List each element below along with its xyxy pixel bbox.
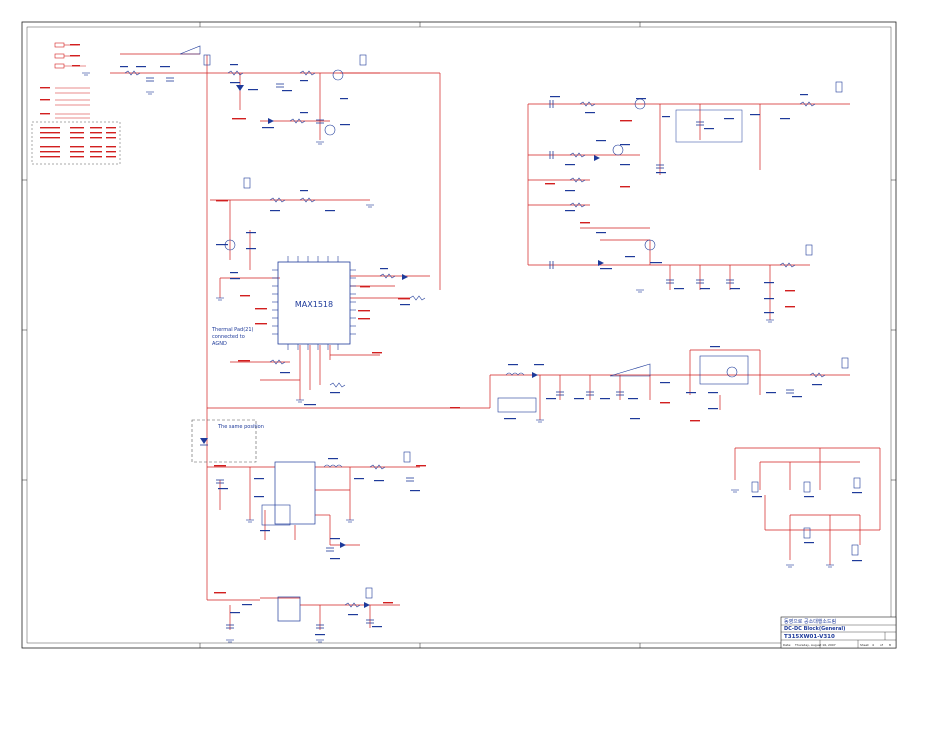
mid-switch-ic bbox=[497, 397, 537, 413]
resistor-symbols bbox=[124, 70, 826, 608]
bottom-regulator-ic bbox=[277, 596, 301, 622]
same-position-note: The same position bbox=[217, 424, 264, 430]
diode-icon bbox=[268, 118, 274, 124]
port-table-rows bbox=[40, 127, 116, 158]
port-table-dashed-box bbox=[31, 121, 121, 165]
page-inner-frame bbox=[26, 26, 892, 644]
zener-diode-icon bbox=[236, 85, 244, 91]
diode-icon bbox=[340, 542, 346, 548]
mosfet-block-right bbox=[699, 355, 749, 385]
inductor-symbols bbox=[179, 45, 651, 468]
tiny-label-marks bbox=[40, 44, 862, 636]
chip-name: MAX1518 bbox=[295, 300, 333, 309]
wires bbox=[110, 53, 881, 630]
ground-symbols bbox=[82, 72, 834, 643]
schottky-diode-icon bbox=[594, 155, 600, 161]
same-position-diode-icon bbox=[200, 438, 208, 444]
frame-ticks bbox=[22, 22, 896, 648]
company-line: 동영으로 공소대행소드림 bbox=[784, 618, 836, 625]
model-number: T315XW01-V310 bbox=[784, 634, 835, 640]
left-port-group bbox=[54, 42, 90, 119]
max1518-ic: MAX1518 bbox=[272, 256, 356, 350]
sheet-of: of bbox=[880, 643, 884, 647]
diode-icon bbox=[364, 602, 370, 608]
diode-icon bbox=[532, 372, 538, 378]
svg-text:connected to: connected to bbox=[212, 334, 245, 340]
sheet-number: 4 bbox=[872, 643, 874, 647]
lower-regulator-ic bbox=[274, 461, 316, 525]
right-inductor-box bbox=[675, 109, 743, 143]
sheet-total: 8 bbox=[889, 643, 891, 647]
block-title: DC-DC Block(General) bbox=[784, 626, 845, 632]
svg-text:Thermal Pad(21): Thermal Pad(21) bbox=[211, 327, 254, 333]
diode-symbols bbox=[236, 85, 604, 608]
lower-regulator-sub bbox=[261, 504, 291, 526]
date-label: Date: bbox=[783, 643, 791, 647]
page-frame bbox=[21, 21, 897, 649]
power-pin-symbols bbox=[203, 54, 861, 599]
sheet-label: Sheet bbox=[860, 643, 869, 647]
date-value: Thursday, August 16, 2007 bbox=[794, 643, 836, 647]
diode-icon bbox=[402, 274, 408, 280]
diode-icon bbox=[598, 260, 604, 266]
capacitor-symbols bbox=[146, 77, 794, 629]
svg-text:AGND: AGND bbox=[212, 341, 227, 347]
same-position-box bbox=[191, 419, 257, 463]
thermal-note: Thermal Pad(21) connected to AGND bbox=[211, 327, 254, 347]
title-block: 동영으로 공소대행소드림 DC-DC Block(General) T315XW… bbox=[780, 616, 897, 649]
